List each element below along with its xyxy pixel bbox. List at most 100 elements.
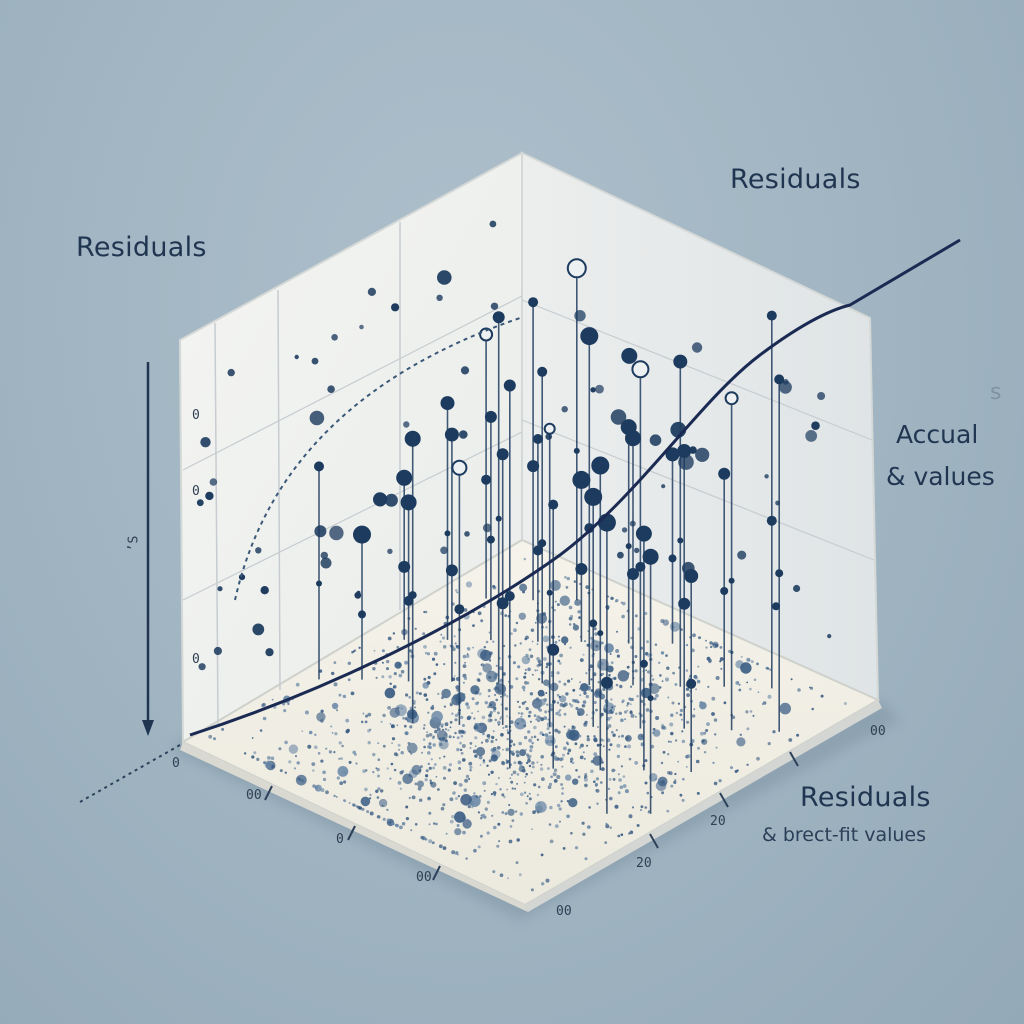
floor-dot <box>519 749 527 757</box>
floor-dot <box>362 769 366 773</box>
floor-dot <box>517 760 522 765</box>
floor-dot <box>503 795 506 799</box>
floor-dot <box>386 808 389 811</box>
floor-dot <box>634 655 638 658</box>
floor-dot <box>559 703 564 707</box>
floor-dot <box>711 712 715 716</box>
floor-dot <box>517 665 521 669</box>
floor-dot <box>537 719 541 723</box>
floor-dot <box>644 806 648 809</box>
floor-dot <box>380 720 383 723</box>
floor-dot <box>320 719 324 723</box>
floor-dot <box>475 795 479 798</box>
residual-point <box>584 523 595 534</box>
floor-dot <box>449 797 454 802</box>
floor-dot <box>284 740 288 745</box>
floor-dot <box>465 857 468 860</box>
floor-dot <box>607 724 612 728</box>
floor-dot <box>417 780 424 788</box>
floor-dot <box>452 791 456 795</box>
floor-dot <box>627 672 630 675</box>
residual-point <box>686 678 697 689</box>
floor-dot <box>581 821 585 825</box>
floor-dot <box>589 664 594 668</box>
floor-dot <box>746 681 749 684</box>
floor-dot <box>584 776 586 779</box>
floor-dot <box>593 738 597 742</box>
residual-point <box>548 499 559 510</box>
floor-dot <box>431 704 434 707</box>
floor-dot <box>442 728 444 731</box>
floor-dot <box>554 824 559 828</box>
floor-dot <box>264 760 273 769</box>
floor-dot <box>314 733 317 736</box>
floor-dot <box>560 757 564 761</box>
floor-dot <box>686 754 691 759</box>
residual-point <box>566 258 587 279</box>
floor-dot <box>559 820 561 823</box>
floor-dot <box>391 724 395 728</box>
floor-dot <box>473 725 478 730</box>
floor-dot <box>706 722 710 726</box>
floor-dot <box>518 873 522 877</box>
floor-dot <box>697 746 700 750</box>
floor-dot <box>510 632 513 635</box>
floor-dot <box>492 746 497 751</box>
wall-point <box>621 347 638 364</box>
floor-dot <box>440 633 443 636</box>
floor-dot <box>438 757 441 760</box>
floor-dot <box>586 714 588 716</box>
floor-dot <box>393 672 397 676</box>
floor-tick-marks <box>264 751 799 881</box>
floor-dot <box>461 730 465 734</box>
floor-dot <box>527 730 531 734</box>
floor-dot <box>614 705 616 708</box>
floor-dot <box>597 726 599 728</box>
floor-dot <box>433 763 437 766</box>
floor-dot <box>489 718 493 722</box>
floor-dot <box>373 649 376 652</box>
floor-dot <box>533 735 537 739</box>
floor-dot <box>400 669 405 674</box>
floor-dot <box>579 658 584 662</box>
floor-dot <box>279 769 283 773</box>
floor-dot <box>345 718 350 723</box>
floor-dot <box>295 682 300 687</box>
floor-dot <box>540 717 544 722</box>
floor-dot <box>451 850 456 855</box>
floor-dot <box>427 711 430 714</box>
floor-left-tick-4: 00 <box>416 870 432 885</box>
floor-dot <box>719 657 724 661</box>
floor-dot <box>667 753 670 756</box>
floor-dot <box>451 712 454 715</box>
floor-dot <box>462 664 467 668</box>
floor-dot <box>583 701 586 704</box>
floor-dot <box>581 704 584 707</box>
floor-dot <box>347 678 351 682</box>
floor-dot <box>485 670 498 683</box>
floor-dot <box>779 702 791 715</box>
floor-dot <box>615 712 618 715</box>
floor-dot <box>445 832 448 835</box>
floor-dot <box>568 605 573 610</box>
floor-dot <box>424 778 428 782</box>
wall-point <box>331 334 338 341</box>
floor-dot <box>615 683 619 687</box>
floor-dot <box>438 844 443 849</box>
floor-dot <box>525 802 528 805</box>
floor-dot <box>455 685 460 690</box>
floor-dot <box>414 823 418 826</box>
floor-dot <box>609 653 612 655</box>
residual-point <box>444 530 451 537</box>
floor-dot <box>749 687 752 691</box>
floor-dot <box>440 723 444 727</box>
floor-dot <box>492 585 497 590</box>
floor-dot <box>488 659 492 662</box>
floor-dot <box>477 611 482 616</box>
floor-dot <box>428 745 432 750</box>
floor-dot <box>376 815 380 819</box>
residual-point <box>584 487 603 506</box>
floor-dot <box>662 750 666 754</box>
floor-dot <box>596 743 600 747</box>
floor-dot <box>507 808 515 816</box>
